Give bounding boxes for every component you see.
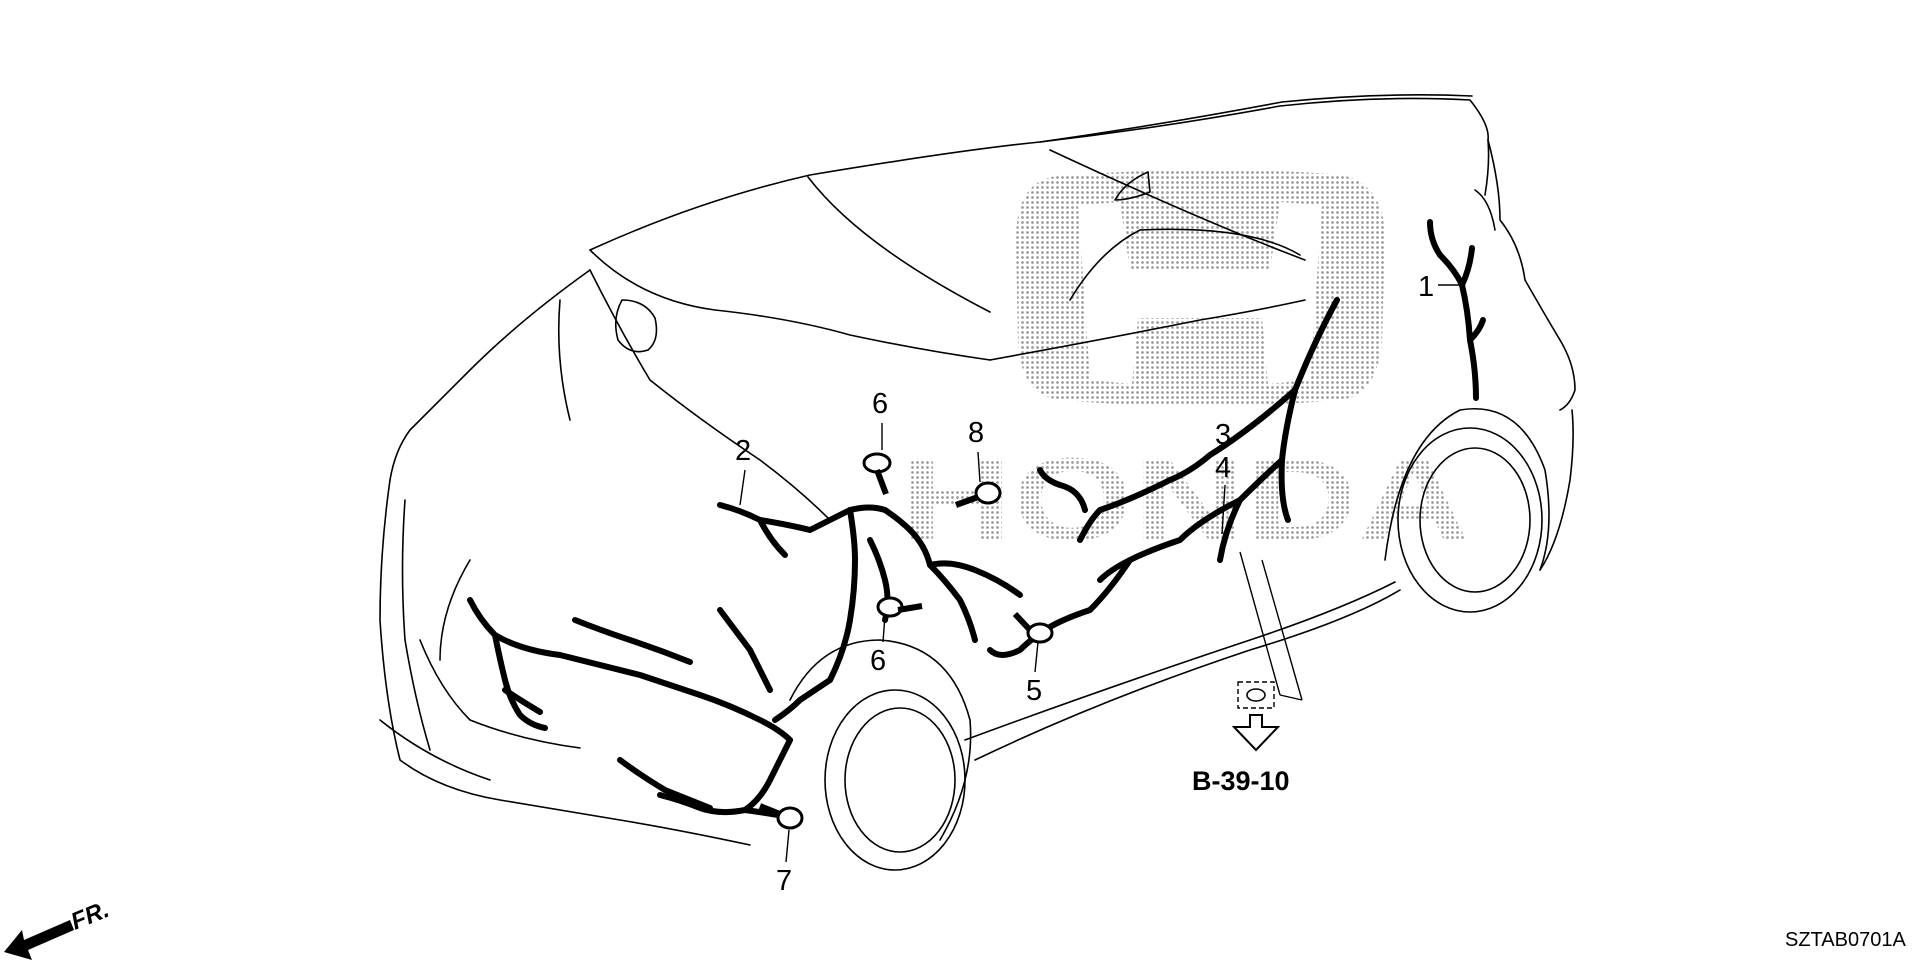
- nut-8-icon: [954, 481, 1002, 508]
- grommet-5-icon: [1012, 611, 1054, 644]
- callout-5: 5: [1026, 675, 1042, 707]
- bolt-6-lower-icon: [876, 596, 923, 618]
- bolt-6-upper-icon: [862, 452, 892, 496]
- callout-2: 2: [735, 435, 751, 467]
- callout-7: 7: [776, 865, 792, 897]
- connector-reference-icon: [1237, 681, 1275, 709]
- callout-6-lower: 6: [870, 645, 886, 677]
- main-cabin-harness: [717, 502, 1023, 723]
- front-bay-harness: [467, 597, 793, 818]
- front-direction-label: FR.: [67, 896, 113, 936]
- honda-h-logo-icon: [1016, 169, 1385, 406]
- callout-8: 8: [968, 417, 984, 449]
- car-body-outline: [379, 94, 1576, 871]
- callout-1: 1: [1418, 271, 1434, 303]
- callout-3: 3: [1215, 419, 1231, 451]
- reference-arrow-icon: [1231, 714, 1281, 752]
- diagram-code: SZTAB0701A: [1785, 929, 1906, 951]
- rear-hatch-harness: [1427, 219, 1486, 401]
- front-direction-indicator: [4, 920, 74, 960]
- bolt-7-icon: [758, 803, 804, 830]
- callout-4: 4: [1215, 452, 1231, 484]
- reference-page-label: B-39-10: [1192, 766, 1290, 796]
- callout-6-upper: 6: [872, 388, 888, 420]
- front-arrow-icon: [4, 920, 74, 960]
- leader-lines: [739, 284, 1462, 863]
